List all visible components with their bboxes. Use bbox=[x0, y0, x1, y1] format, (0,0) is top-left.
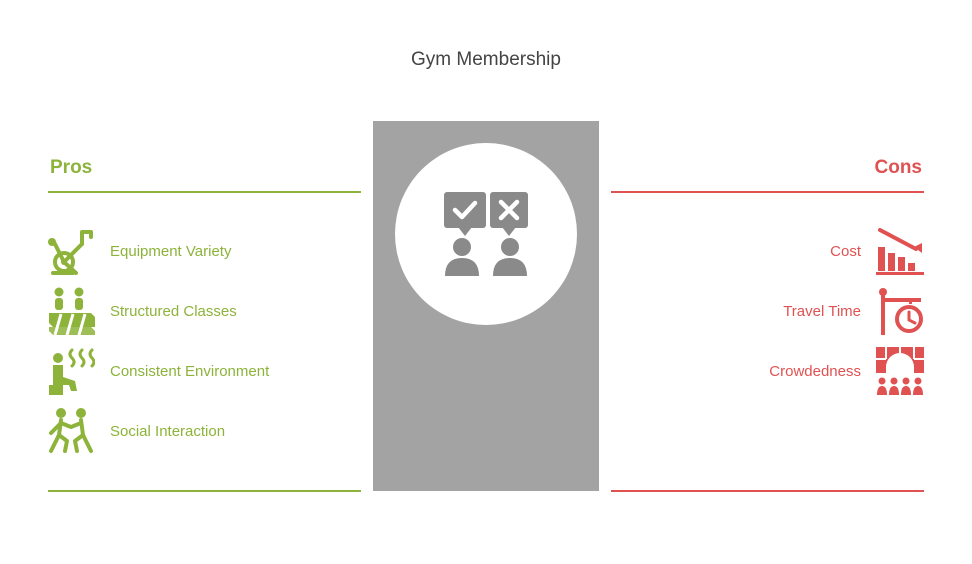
pros-item-equipment-variety: Equipment Variety bbox=[47, 227, 231, 275]
crowd-arch-icon bbox=[876, 347, 924, 395]
pros-heading: Pros bbox=[50, 157, 93, 178]
pros-item-structured-classes: Structured Classes bbox=[47, 287, 237, 335]
cons-item-crowdedness: Crowdedness bbox=[769, 347, 924, 395]
pros-item-label: Consistent Environment bbox=[110, 362, 270, 380]
exercise-bike-icon bbox=[48, 230, 93, 275]
pros-item-consistent-environment: Consistent Environment bbox=[47, 347, 269, 395]
people-interacting-icon bbox=[49, 408, 93, 453]
cons-item-travel-time: Travel Time bbox=[783, 287, 924, 335]
cons-top-divider bbox=[611, 191, 924, 193]
pros-cons-people-icon bbox=[444, 192, 528, 276]
pros-item-label: Structured Classes bbox=[110, 302, 237, 320]
cons-bottom-divider bbox=[611, 490, 924, 492]
cons-item-label: Travel Time bbox=[783, 302, 861, 320]
pros-item-label: Equipment Variety bbox=[110, 242, 232, 260]
cons-item-cost: Cost bbox=[830, 227, 924, 275]
cons-item-label: Cost bbox=[830, 242, 861, 260]
cons-heading: Cons bbox=[874, 157, 923, 178]
pros-item-label: Social Interaction bbox=[110, 422, 226, 440]
pros-bottom-divider bbox=[48, 490, 361, 492]
declining-chart-icon bbox=[876, 228, 924, 275]
pros-item-social-interaction: Social Interaction bbox=[47, 407, 225, 455]
page-title: Gym Membership bbox=[411, 49, 561, 70]
pros-top-divider bbox=[48, 191, 361, 193]
center-panel bbox=[373, 121, 599, 491]
cons-item-label: Crowdedness bbox=[769, 362, 861, 380]
sauna-icon bbox=[49, 348, 95, 395]
group-class-icon bbox=[49, 287, 95, 335]
center-circle bbox=[395, 143, 577, 325]
signpost-clock-icon bbox=[879, 288, 923, 335]
